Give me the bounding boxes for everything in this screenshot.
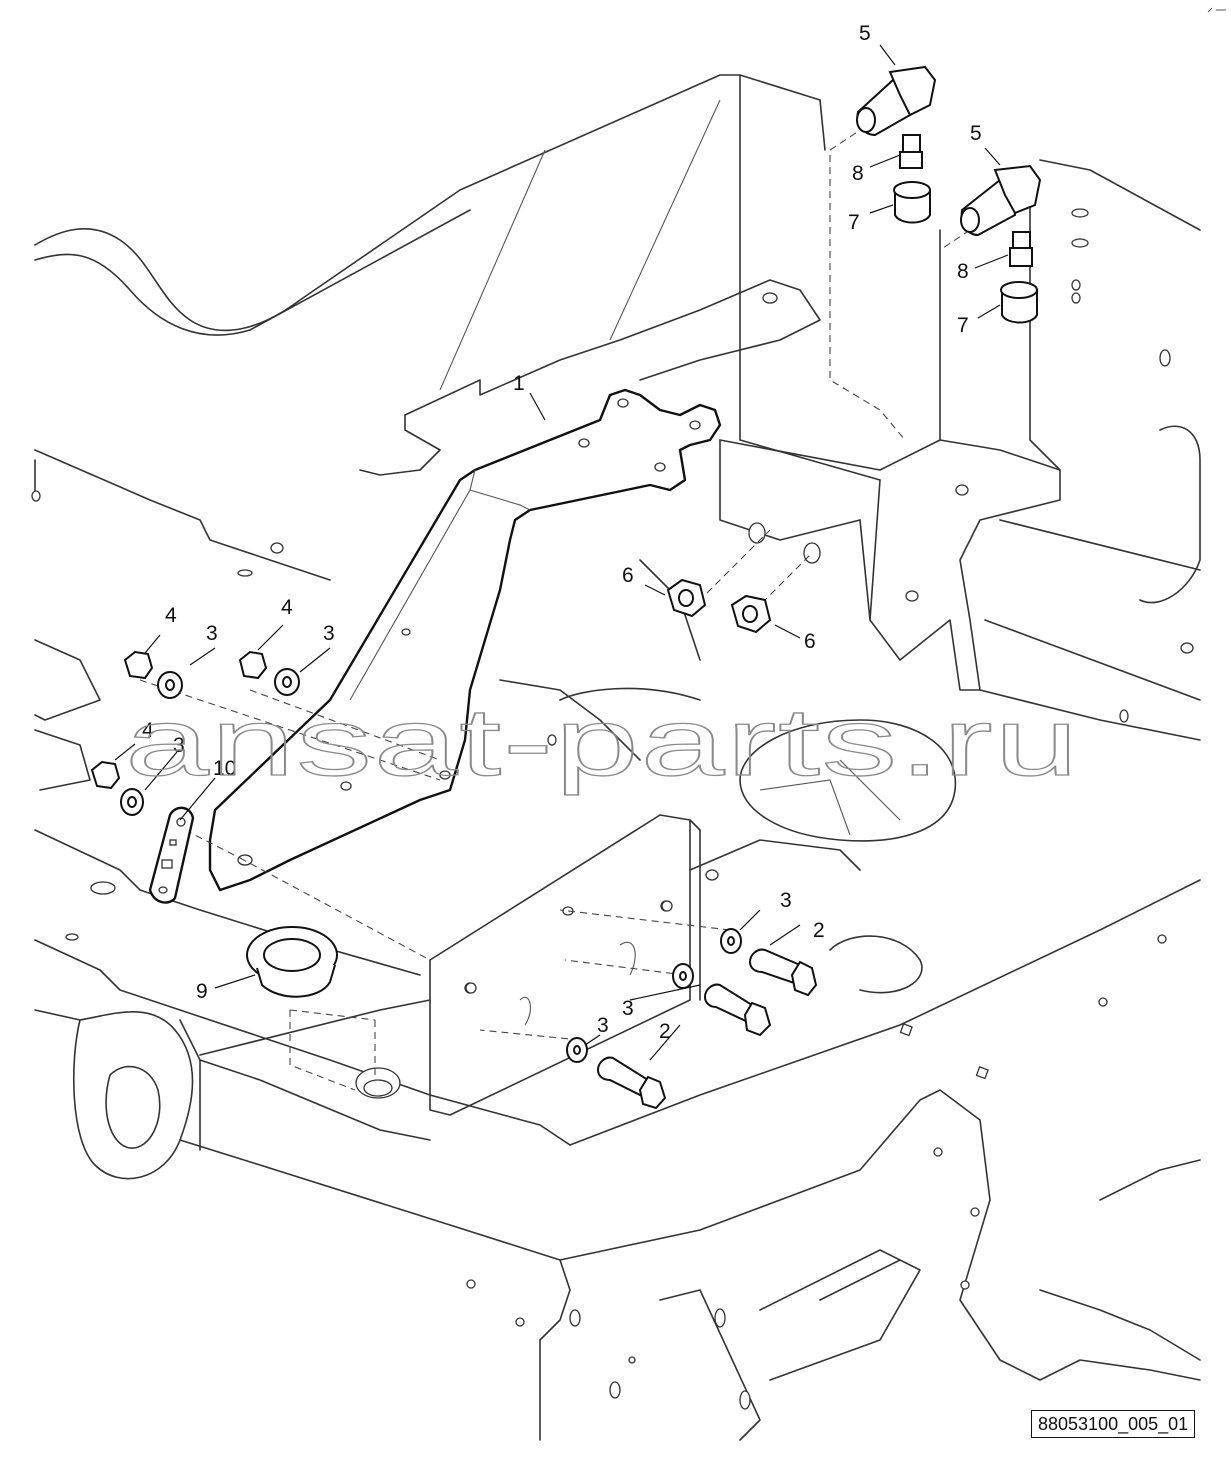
mounting-plate [179,814,701,1141]
callout-3: 3 [597,1014,609,1037]
adapters-part-8 [899,134,1033,267]
nuts-part-4 [90,650,268,790]
callout-5: 5 [859,22,871,45]
callout-10: 10 [213,757,236,780]
callout-6: 6 [622,564,634,587]
callout-3: 3 [622,997,634,1020]
callout-3: 3 [323,622,335,645]
callout-9: 9 [196,980,208,1003]
washers-part-3 [120,668,742,1063]
callout-3: 3 [780,889,792,912]
watermark-text: ansat-parts.ru [125,689,1080,796]
callout-labels: 1 2 2 3 3 3 3 3 3 4 4 4 5 5 6 6 7 7 8 8 … [142,22,982,1043]
callout-4: 4 [142,719,154,742]
assembly-lines [139,99,971,1091]
corner-mark [1207,7,1226,13]
callout-4: 4 [165,604,177,627]
callout-7: 7 [848,211,860,234]
frame-holes [31,208,1194,1410]
callout-3: 3 [173,734,185,757]
drawing-reference-code: 88053100_005_01 [1031,1410,1196,1438]
callout-2: 2 [813,919,825,942]
callout-5: 5 [970,122,982,145]
elbow-fittings-part-5 [856,65,1042,237]
callout-3: 3 [206,622,218,645]
callout-7: 7 [957,314,969,337]
caps-part-7 [893,181,1038,324]
callout-8: 8 [852,162,864,185]
callout-4: 4 [281,596,293,619]
nuts-part-6 [666,578,772,634]
callout-1: 1 [513,372,525,395]
callout-6: 6 [804,630,816,653]
bracket-part-1 [208,388,722,892]
plate-part-10 [148,806,195,904]
callout-2: 2 [659,1020,671,1043]
leader-lines [114,44,1009,1061]
callout-8: 8 [957,260,969,283]
bushing-part-9 [246,926,338,998]
bolts-part-2 [596,948,818,1110]
